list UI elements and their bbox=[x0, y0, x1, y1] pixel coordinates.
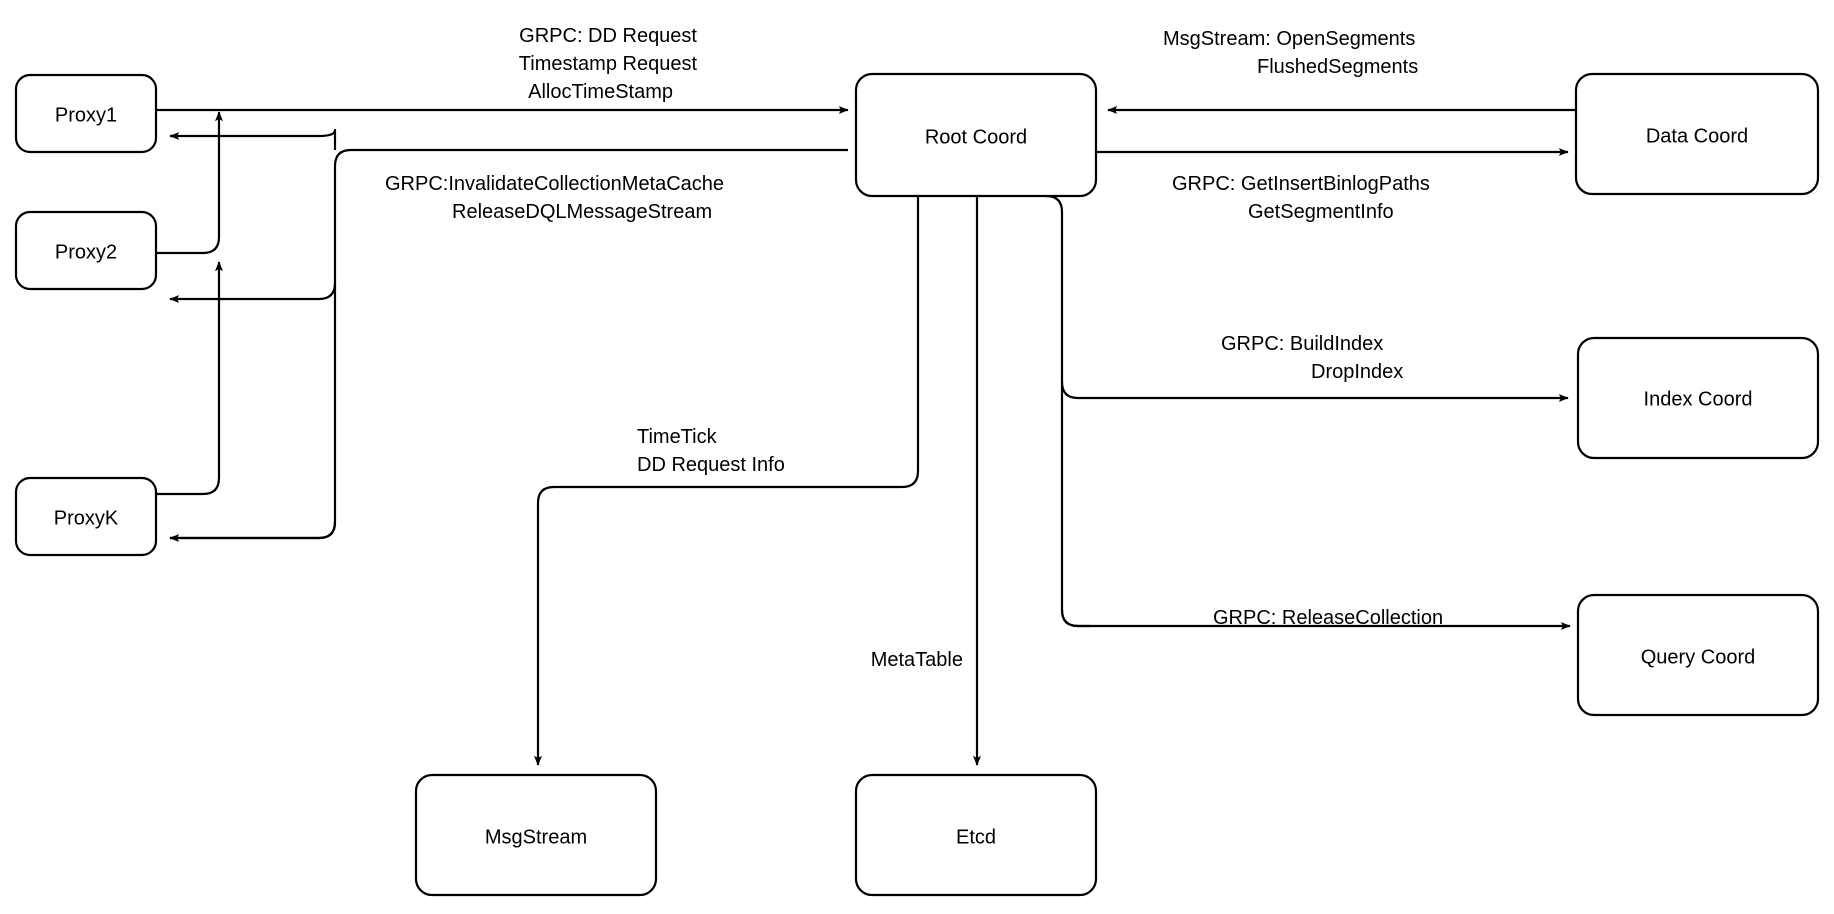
node-proxyk-label: ProxyK bbox=[54, 507, 119, 529]
edge-proxy2-to-rootcoord bbox=[156, 111, 223, 255]
node-etcd-label: Etcd bbox=[956, 826, 996, 848]
edge-label-root-to-msgstream-line1: TimeTick bbox=[637, 426, 718, 448]
edge-rootcoord-to-querycoord bbox=[1060, 609, 1571, 630]
node-msgstream[interactable]: MsgStream bbox=[414, 773, 658, 897]
node-etcd[interactable]: Etcd bbox=[854, 773, 1098, 897]
edge-label-root-to-querycoord: GRPC: ReleaseCollection bbox=[1213, 607, 1443, 629]
node-proxyk-box[interactable] bbox=[14, 476, 158, 557]
node-query-coord-label: Query Coord bbox=[1641, 646, 1756, 668]
edge-label-root-to-proxy-line1: GRPC:InvalidateCollectionMetaCache bbox=[385, 173, 724, 195]
edge-label-root-to-datacoord-line2: GetSegmentInfo bbox=[1248, 201, 1394, 223]
edge-label-proxy-to-root-line3: AllocTimeStamp bbox=[528, 81, 673, 103]
edge-label-proxy-to-root-line2: Timestamp Request bbox=[519, 53, 698, 75]
edge-proxyk-to-rootcoord bbox=[156, 261, 223, 496]
edge-label-proxy-to-root-line1: GRPC: DD Request bbox=[519, 25, 697, 47]
edge-label-root-to-msgstream: TimeTick DD Request Info bbox=[637, 426, 785, 476]
node-index-coord-box[interactable] bbox=[1576, 336, 1820, 460]
node-root-coord-label: Root Coord bbox=[925, 126, 1027, 148]
node-msgstream-label: MsgStream bbox=[485, 826, 587, 848]
node-proxyk[interactable]: ProxyK bbox=[14, 476, 158, 557]
node-proxy2-label: Proxy2 bbox=[55, 241, 117, 263]
edge-rootcoord-to-msgstream bbox=[534, 196, 920, 766]
node-etcd-box[interactable] bbox=[854, 773, 1098, 897]
edge-label-root-to-etcd: MetaTable bbox=[871, 649, 963, 671]
edge-label-root-to-indexcoord-line1: GRPC: BuildIndex bbox=[1221, 333, 1383, 355]
edge-rootcoord-to-indexcoord bbox=[1060, 381, 1569, 402]
node-data-coord-box[interactable] bbox=[1574, 72, 1820, 196]
edge-label-root-to-indexcoord-line2: DropIndex bbox=[1311, 361, 1403, 383]
edge-rootcoord-to-proxyk bbox=[169, 521, 337, 542]
edge-label-root-to-msgstream-line2: DD Request Info bbox=[637, 454, 785, 476]
edge-label-root-to-indexcoord: GRPC: BuildIndex DropIndex bbox=[1221, 333, 1403, 383]
node-proxy2-box[interactable] bbox=[14, 210, 158, 291]
edge-rootcoord-downbus bbox=[1045, 194, 1090, 628]
edge-label-root-to-proxy: GRPC:InvalidateCollectionMetaCache Relea… bbox=[385, 173, 724, 223]
edge-label-datacoord-to-root-line1: MsgStream: OpenSegments bbox=[1163, 28, 1415, 50]
node-root-coord[interactable]: Root Coord bbox=[854, 72, 1098, 198]
node-proxy1-label: Proxy1 bbox=[55, 104, 117, 126]
edge-rootcoord-to-proxy1 bbox=[169, 128, 337, 150]
edge-label-datacoord-to-root: MsgStream: OpenSegments FlushedSegments bbox=[1163, 28, 1418, 78]
edge-label-root-to-querycoord-line1: GRPC: ReleaseCollection bbox=[1213, 607, 1443, 629]
edge-label-root-to-datacoord: GRPC: GetInsertBinlogPaths GetSegmentInf… bbox=[1172, 173, 1430, 223]
node-proxy2[interactable]: Proxy2 bbox=[14, 210, 158, 291]
edge-label-proxy-to-root: GRPC: DD Request Timestamp Request Alloc… bbox=[519, 25, 698, 103]
edge-label-root-to-etcd-line1: MetaTable bbox=[871, 649, 963, 671]
node-query-coord[interactable]: Query Coord bbox=[1576, 593, 1820, 717]
edge-label-datacoord-to-root-line2: FlushedSegments bbox=[1257, 56, 1418, 78]
node-index-coord[interactable]: Index Coord bbox=[1576, 336, 1820, 460]
node-proxy1[interactable]: Proxy1 bbox=[14, 73, 158, 154]
node-proxy1-box[interactable] bbox=[14, 73, 158, 154]
node-index-coord-label: Index Coord bbox=[1644, 388, 1753, 410]
node-data-coord[interactable]: Data Coord bbox=[1574, 72, 1820, 196]
node-msgstream-box[interactable] bbox=[414, 773, 658, 897]
edge-rootcoord-to-proxy2 bbox=[169, 282, 337, 303]
edge-label-root-to-datacoord-line1: GRPC: GetInsertBinlogPaths bbox=[1172, 173, 1430, 195]
node-root-coord-box[interactable] bbox=[854, 72, 1098, 198]
edge-label-root-to-proxy-line2: ReleaseDQLMessageStream bbox=[452, 201, 712, 223]
node-query-coord-box[interactable] bbox=[1576, 593, 1820, 717]
node-data-coord-label: Data Coord bbox=[1646, 125, 1748, 147]
